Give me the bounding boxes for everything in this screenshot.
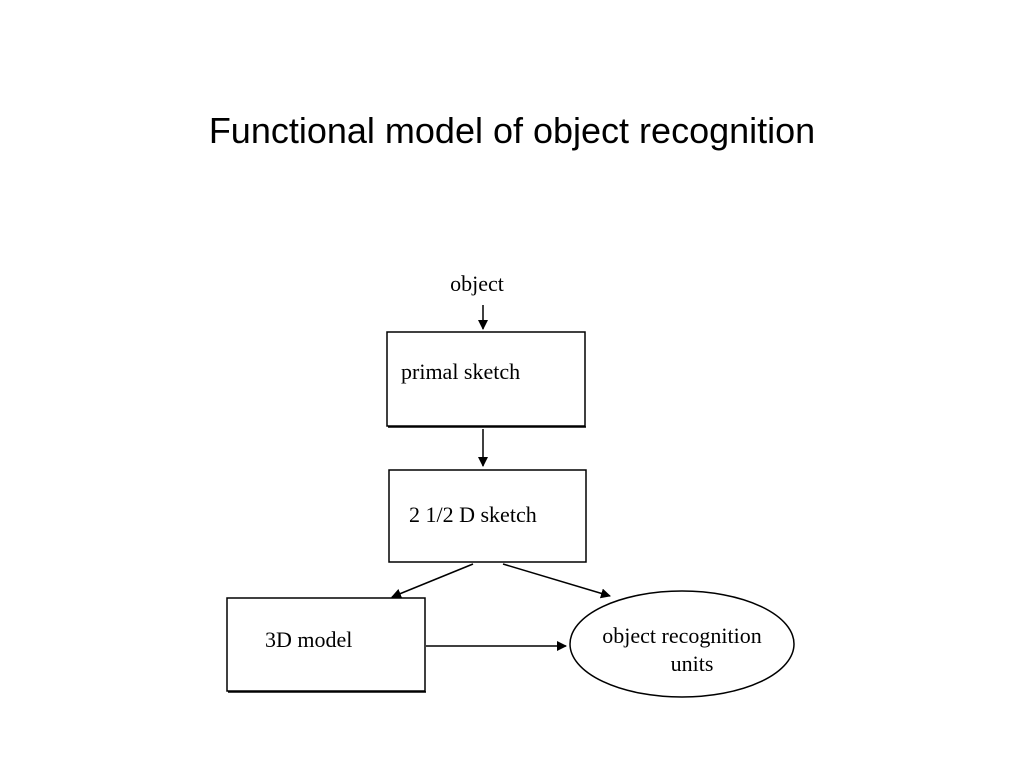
node-2half-d-sketch: 2 1/2 D sketch [388, 469, 587, 563]
2half-d-sketch-label: 2 1/2 D sketch [409, 502, 537, 527]
3d-model-box [226, 597, 426, 692]
primal-sketch-box [386, 331, 586, 427]
input-label-object: object [450, 271, 504, 296]
primal-sketch-label: primal sketch [401, 359, 520, 384]
arrow-2half-d-to-3d-model [391, 563, 474, 599]
recognition-units-ellipse [569, 590, 795, 698]
node-3d-model: 3D model [226, 597, 426, 693]
slide-title: Functional model of object recognition [208, 110, 816, 151]
3d-model-label: 3D model [265, 627, 352, 652]
node-primal-sketch: primal sketch [386, 331, 586, 428]
recognition-units-label-line1: object recognition [602, 623, 761, 648]
2half-d-sketch-box [388, 469, 587, 563]
recognition-units-label-line2: units [671, 651, 714, 676]
node-object-recognition-units: object recognition units [569, 590, 795, 698]
arrow-2half-d-to-recognition-units [502, 563, 611, 599]
